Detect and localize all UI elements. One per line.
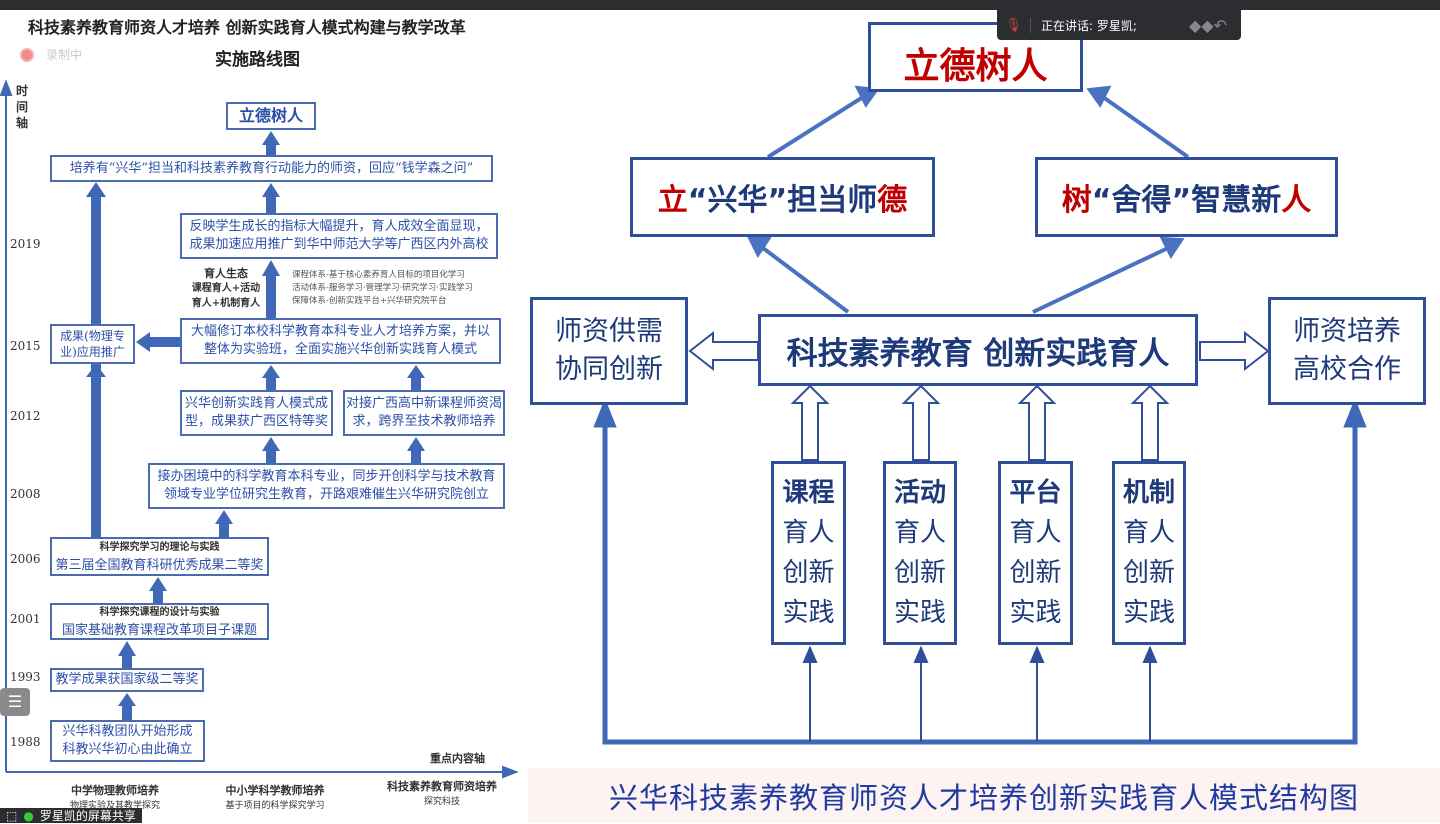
content-axis-item: 科技素养教育师资培养探究科技: [387, 780, 497, 807]
recording-label: 录制中: [46, 48, 83, 62]
time-axis-label: 时间轴: [16, 84, 29, 130]
center-box: 科技素养教育 创新实践育人: [758, 314, 1198, 386]
milestone-2012-a: 兴华创新实践育人模式成型，成果获广西区特等奖: [180, 390, 333, 436]
right-goal-box: 树“舍得”智慧新人: [1035, 157, 1338, 237]
pillar-curriculum: 课程育人创新实践: [771, 461, 846, 645]
structure-arrows: [593, 85, 1367, 745]
roadmap-panel: 科技素养教育师资人才培养 创新实践育人模式构建与教学改革 实施路线图 录制中 时…: [0, 10, 518, 823]
share-icon: ⬚: [6, 808, 18, 823]
mic-icon: ●: [23, 808, 34, 823]
structure-caption: 兴华科技素养教育师资人才培养创新实践育人模式结构图: [528, 768, 1440, 823]
ecology-systems: 课程体系-基于核心素养育人目标的项目化学习活动体系-服务学习·管理学习·研究学习…: [292, 270, 473, 306]
milestone-2001: 科学探究课程的设计与实验国家基础教育课程改革项目子课题: [50, 603, 269, 640]
pillar-mechanism: 机制育人创新实践: [1112, 461, 1186, 645]
recording-indicator[interactable]: 录制中: [20, 46, 82, 63]
milestone-2019: 反映学生成长的指标大幅提升，育人成效全面显现，成果加速应用推广到华中师范大学等广…: [180, 213, 498, 259]
mic-muted-icon[interactable]: 🎙: [997, 17, 1031, 33]
goal-box-top: 立德树人: [226, 102, 316, 130]
year-label: 2015: [10, 339, 41, 353]
year-label: 2001: [10, 612, 41, 626]
year-label: 2008: [10, 487, 41, 501]
milestone-2015: 大幅修订本校科学教育本科专业人才培养方案，并以整体为实验班，全面实施兴华创新实践…: [180, 318, 501, 364]
left-side-box: 师资供需协同创新: [530, 297, 688, 405]
milestone-1993: 教学成果获国家级二等奖: [50, 668, 204, 692]
list-menu-button[interactable]: ☰: [0, 688, 30, 716]
pillar-platform: 平台育人创新实践: [998, 461, 1073, 645]
milestone-2012-b: 对接广西高中新课程师资渴求，跨界至技术教师培养: [343, 390, 505, 436]
milestone-2008: 接办困境中的科学教育本科专业，同步开创科学与技术教育领域专业学位研究生教育，开路…: [148, 463, 505, 509]
milestone-2015-side: 成果(物理专业)应用推广: [50, 324, 135, 364]
ecology-note: 育人生态课程育人+活动育人+机制育人: [191, 267, 261, 309]
speaking-label: 正在讲话: 罗星凯;: [1041, 18, 1137, 33]
year-label: 1993: [10, 670, 41, 684]
roadmap-title: 科技素养教育师资人才培养 创新实践育人模式构建与教学改革: [28, 18, 466, 37]
content-axis-item: 中学物理教师培养物理实验及其教学探究: [69, 784, 160, 811]
year-label: 1988: [10, 735, 41, 749]
milestone-1988: 兴华科教团队开始形成科教兴华初心由此确立: [50, 720, 205, 762]
content-axis-label: 重点内容轴: [430, 752, 485, 765]
year-label: 2012: [10, 409, 41, 423]
record-icon: [20, 47, 34, 62]
pillar-activity: 活动育人创新实践: [883, 461, 957, 645]
right-side-box: 师资培养高校合作: [1268, 297, 1426, 405]
top-bar: [0, 0, 1440, 10]
year-label: 2019: [10, 237, 41, 251]
speaker-bar: 🎙 正在讲话: 罗星凯; ◆◆↶: [997, 10, 1241, 40]
screen-share-label[interactable]: ⬚ ● 罗星凯的屏幕共享: [0, 808, 142, 823]
year-label: 2006: [10, 552, 41, 566]
left-goal-box: 立“兴华”担当师德: [630, 157, 935, 237]
goal-box: 培养有“兴华”担当和科技素养教育行动能力的师资，回应“钱学森之问”: [50, 155, 493, 182]
roadmap-subtitle: 实施路线图: [215, 50, 300, 70]
share-owner: 罗星凯的屏幕共享: [39, 809, 136, 823]
roadmap-arrows: [0, 79, 518, 779]
milestone-2006: 科学探究学习的理论与实践第三届全国教育科研优秀成果二等奖: [50, 537, 269, 576]
content-axis-item: 中小学科学教师培养基于项目的科学探究学习: [225, 784, 325, 811]
reply-icon[interactable]: ◆◆↶: [1188, 15, 1227, 35]
